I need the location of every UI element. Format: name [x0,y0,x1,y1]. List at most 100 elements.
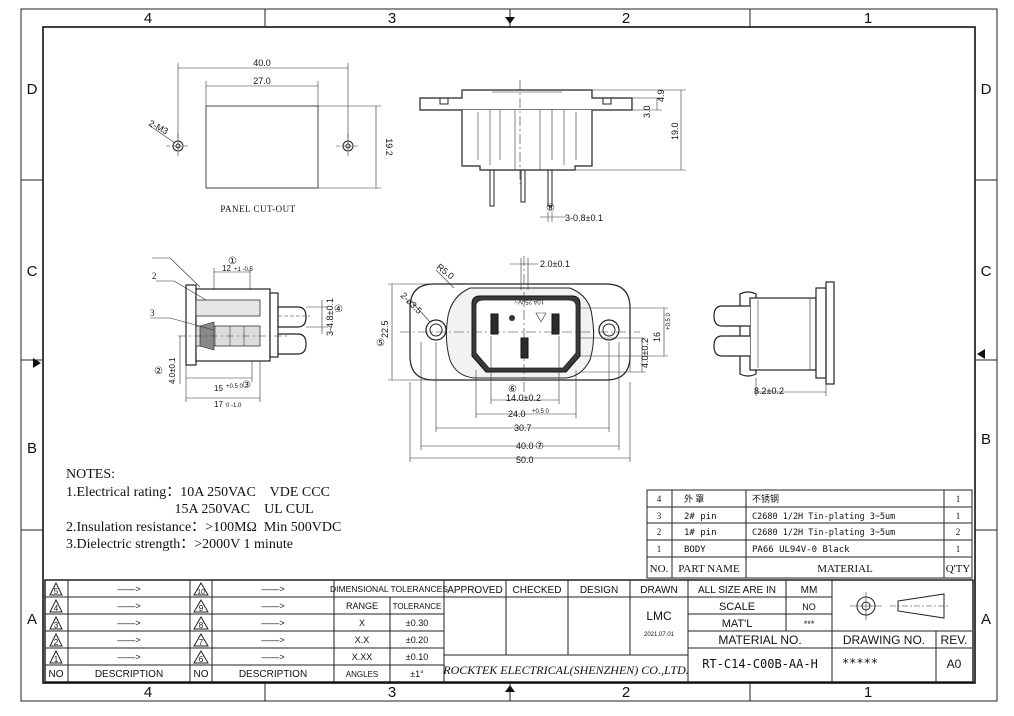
bom-name-3: 2# pin [684,512,717,522]
bom-no-4: 4 [657,494,662,504]
dim-front-50: 50.0 [516,455,534,465]
dim-side-17-tol: 0 -1.0 [226,403,242,409]
inner-frame [42,26,976,684]
bom-no-2: 2 [657,527,662,537]
company-name: ROCKTEK ELECTRICAL(SHENZHEN) CO.,LTD. [442,663,688,677]
bom-material-4: 不锈钢 [752,493,779,504]
bom-material-2: C2680 1/2H Tin-plating 3~5um [752,528,895,538]
notes-title: NOTES: [66,467,115,482]
tol-tolerance-header: TOLERANCE [393,602,442,611]
dim-front-2-0: 2.0±0.1 [540,259,570,269]
dim-top-3: 3.0 [642,105,652,118]
zone-col-4: 4 [144,10,152,27]
dim-front-40: 40.0 [516,441,534,451]
rev-arrow-8: ——> [261,618,284,628]
tol-value-x: ±0.30 [406,618,428,628]
rev-arrow-7: ——> [261,601,284,611]
scale-label: SCALE [719,601,755,613]
rev-num-1: 1 [54,655,59,664]
notes-line-4: 3.Dielectric strength：>2000V 1 minute [66,537,293,552]
callout-5: ⑤ [376,338,385,349]
rev-num-4: 4 [54,604,59,613]
scale-value: NO [802,602,816,612]
units-label: ALL SIZE ARE IN [698,585,776,596]
zone-col-1-b: 1 [864,684,872,701]
callout-7: ⑦ [535,441,544,452]
dim-top-4-9: 4.9 [656,89,666,102]
dim-top-pins: 3-0.8±0.1 [565,213,603,223]
material-value: *** [804,619,815,629]
rev-arrow-5: ——> [117,652,140,662]
bom-rows: 4 外 罩 不锈钢 1 3 2# pin C2680 1/2H Tin-plat… [650,493,971,575]
notes-line-2: 15A 250VAC UL CUL [66,502,314,517]
bom-header-material: MATERIAL [817,563,873,575]
checked-label: CHECKED [513,585,562,596]
rev-header-no-2: NO [194,669,209,680]
cutout-label: PANEL CUT-OUT [220,204,295,214]
tol-value-xxx: ±0.10 [406,652,428,662]
title-block [44,579,974,683]
rev-arrow-2: ——> [117,601,140,611]
zone-row-a: A [27,611,37,628]
material-no-value: RT-C14-C00B-AA-H [702,657,818,671]
dim-front-16-tol: +0.5 0 [666,312,672,330]
rev-arrow-1: ——> [117,584,140,594]
callout-1: ① [228,256,237,267]
front-rating-mark: 10A 250V~ [514,298,544,304]
rev-arrow-10: ——> [261,652,284,662]
drawing-no-label: DRAWING NO. [843,633,925,647]
rev-header-description: DESCRIPTION [95,669,163,680]
rev-arrow-9: ——> [261,635,284,645]
drawn-by: LMC [646,609,672,623]
bom-qty-2: 2 [956,527,961,537]
center-mark-right [977,349,985,359]
callout-3: ③ [242,380,251,391]
dim-right-8-2: 8.2±0.2 [754,386,784,396]
dim-front-r5: R5.0 [435,262,456,282]
callout-6: ⑥ [508,384,517,395]
rev-num-7: 7 [199,638,204,647]
dim-front-24: 24.0 [508,409,526,419]
dim-side-12-tol: +1 -0.5 [234,267,254,273]
bom-qty-3: 1 [956,511,961,521]
bom-name-1: BODY [684,545,706,555]
bom-header-no: NO. [650,563,669,575]
bom-no-1: 1 [657,544,662,554]
dim-front-24-tol: +0.5 0 [532,409,550,415]
material-label: MAT'L [722,618,753,630]
dim-side-4-0: 4.0±0.1 [168,357,177,384]
zone-col-3: 3 [388,10,396,27]
units-value: MM [801,585,818,596]
bom-name-2: 1# pin [684,528,717,538]
rev-num-3: 3 [54,621,59,630]
zone-labels: 4 3 2 1 4 3 2 1 D C B A D C B A [27,10,992,701]
rev-header-no: NO [49,669,64,680]
drawn-label: DRAWN [640,585,677,596]
outer-frame [20,8,998,702]
rev-arrow-4: ——> [117,635,140,645]
rev-header-description-2: DESCRIPTION [239,669,307,680]
bom-header-qty: Q'TY [946,563,971,575]
tol-value-xx: ±0.20 [406,635,428,645]
center-mark-top [505,17,515,24]
notes-block: NOTES:1.Electrical rating：10A 250VAC VDE… [66,466,341,554]
zone-col-3-b: 3 [388,684,396,701]
rev-label: REV. [941,633,968,647]
bom-material-1: PA66 UL94V-0 Black [752,545,850,555]
leader-label-3: 3 [150,308,155,318]
rev-num-8: 8 [199,621,204,630]
rev-num-2: 2 [54,638,59,647]
zone-row-d: D [27,81,38,98]
zone-col-2-b: 2 [622,684,630,701]
dim-cutout-19-2: 19.2 [384,138,394,156]
zone-col-4-b: 4 [144,684,152,701]
tol-range-xx: X.X [355,635,370,645]
bom-header-name: PART NAME [678,563,740,575]
dim-front-22-5: 22.5 [380,320,390,338]
dim-side-15: 15 [214,384,223,393]
dim-cutout-27: 27.0 [253,76,271,86]
zone-row-b-r: B [981,431,991,448]
zone-row-c-r: C [981,263,992,280]
bom-qty-4: 1 [956,494,961,504]
